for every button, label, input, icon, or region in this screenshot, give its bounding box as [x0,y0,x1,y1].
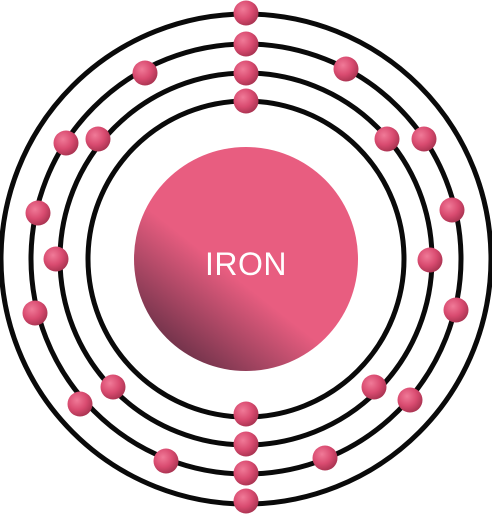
electron-shell-3 [132,60,158,86]
electron-shell-2 [233,431,259,457]
electron-shell-1 [233,88,259,114]
electron-shell-2 [85,126,111,152]
nucleus [134,147,358,371]
electron-shell-3 [439,197,465,223]
electron-shell-3 [25,200,51,226]
electron-shell-3 [153,448,179,474]
electron-shell-4 [233,488,259,514]
electron-shell-3 [397,387,423,413]
electron-shell-2 [233,60,259,86]
electron-shell-2 [417,247,443,273]
electron-shell-2 [361,374,387,400]
electron-shell-3 [22,300,48,326]
electron-shell-3 [333,56,359,82]
electrons [22,0,469,514]
electron-shell-3 [312,445,338,471]
electron-shell-2 [43,246,69,272]
electron-shell-3 [233,31,259,57]
electron-shell-4 [233,0,259,26]
electron-shell-2 [374,126,400,152]
electron-shell-3 [443,297,469,323]
electron-shell-1 [233,401,259,427]
electron-shell-3 [233,460,259,486]
electron-shell-3 [411,126,437,152]
electron-shell-3 [53,130,79,156]
electron-shell-2 [100,374,126,400]
electron-shell-3 [67,391,93,417]
